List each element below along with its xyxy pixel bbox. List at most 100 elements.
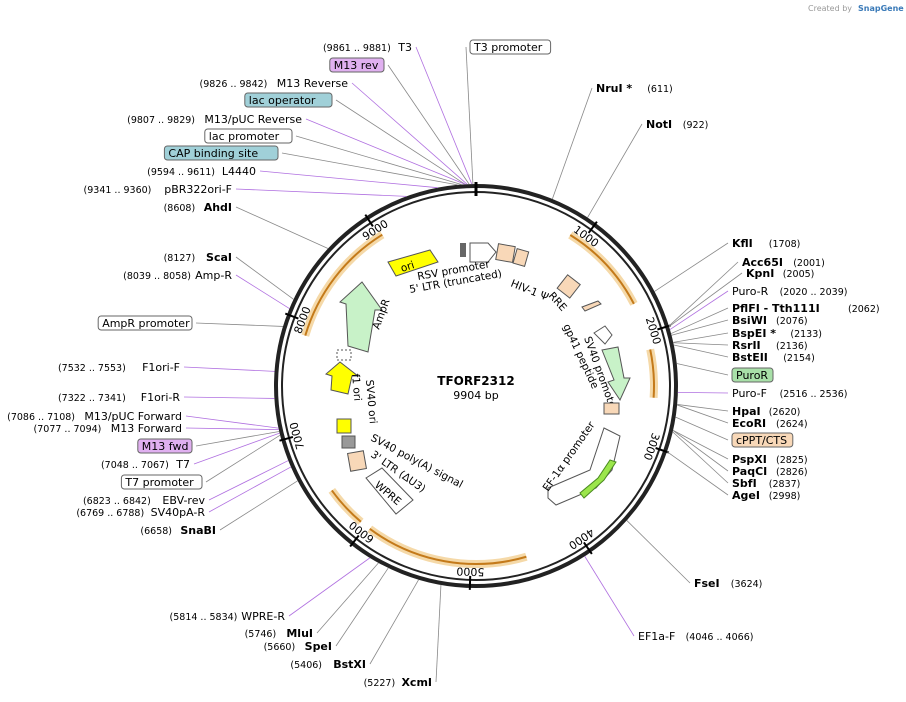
site-pos-ef1a-f-right-21: (4046 .. 4066) [686, 632, 754, 643]
plasmid-name: TFORF2312 [437, 374, 514, 388]
leader-pbr322ori-f-left-9 [235, 188, 407, 197]
site-pos-noti-right-1: (922) [683, 120, 709, 131]
leader-f1ori-r-left-15 [183, 396, 275, 399]
leader-rsrii-right-9 [673, 342, 729, 346]
site-pos-kpni-right-4: (2005) [783, 269, 815, 280]
leader-ef1a-f-right-21 [584, 556, 635, 637]
tick-2000 [657, 324, 672, 331]
site-labels: NruI *(611)NotI(922)KflI(1708)Acc65I(200… [7, 39, 880, 689]
tick-8000 [284, 312, 299, 320]
site-pos-mlui-left-25: (5746) [245, 629, 277, 640]
feature-label-puror-right-11: PuroR [736, 369, 768, 382]
site-pos-ecori-right-14: (2624) [776, 419, 808, 430]
feature-label-ampr-promoter-left-13: AmpR promoter [102, 317, 190, 330]
leader-ampr-promoter-left-13 [195, 322, 284, 327]
site-name-ebv-rev-left-21: EBV-rev [162, 494, 205, 507]
site-name-wpre-r-left-24: WPRE-R [241, 610, 285, 623]
leader-ebv-rev-left-21 [208, 460, 289, 501]
leader-bspei-right-8 [673, 332, 729, 343]
site-pos-nrui-right-0: (611) [647, 84, 673, 95]
leader-fsei-right-20 [626, 520, 691, 584]
credit-brand: SnapGene [858, 4, 904, 13]
site-name-agei-right-19: AgeI [732, 489, 760, 502]
ampr-promoter-feature [336, 349, 352, 361]
sv40-ori-label: SV40 ori [363, 379, 379, 424]
tick-9000 [364, 214, 374, 227]
site-pos-snabi-left-23: (6658) [140, 526, 172, 537]
site-pos-f1ori-f-left-14: (7532 .. 7553) [58, 363, 126, 374]
site-pos-sbfi-right-18: (2837) [769, 479, 801, 490]
orf-arc-3 [331, 489, 362, 523]
site-pos-agei-right-19: (2998) [769, 491, 801, 502]
orf-arc-0 [569, 234, 635, 305]
tick-1000 [587, 221, 598, 234]
site-pos-bspei-right-8: (2133) [790, 329, 822, 340]
leader-paqci-right-17 [672, 430, 729, 472]
tick-6000 [349, 534, 360, 548]
feature-box-puror-right-11 [731, 367, 774, 383]
site-name-xcmi-left-28: XcmI [401, 676, 432, 689]
leader-agei-right-19 [666, 451, 729, 496]
leader-sbfi-right-18 [672, 431, 729, 484]
site-name-fsei-right-20: FseI [694, 577, 720, 590]
site-pos-fsei-right-20: (3624) [731, 579, 763, 590]
site-pos-bstxi-left-27: (5406) [290, 660, 322, 671]
leader-m13-puc-reverse-left-5 [305, 118, 466, 185]
feature-box-t3-promoter-right-1 [469, 39, 552, 55]
site-name-f1ori-r-left-15: F1ori-R [141, 391, 181, 404]
site-pos-spei-left-26: (5660) [264, 642, 296, 653]
leader-ahdi-left-10 [235, 206, 329, 249]
leader-ecori-right-14 [676, 404, 729, 424]
leader-lac-operator-left-4 [335, 99, 466, 185]
f1-ori-feature [325, 361, 360, 395]
hiv-psi-label: HIV-1 Ψ [509, 278, 550, 304]
site-pos-acc65i-right-3: (2001) [793, 258, 825, 269]
feature-box-m13-fwd-left-18 [137, 438, 193, 454]
tick-label-7000: 7000 [287, 421, 307, 451]
sv40-ori-feature [336, 418, 352, 434]
leader-m13-fwd-left-18 [195, 431, 280, 447]
site-pos-bsiwi-right-7: (2076) [776, 316, 808, 327]
site-name-amp-r-left-12: Amp-R [195, 269, 232, 282]
leader-pspxi-right-16 [672, 430, 729, 460]
tick-3000 [655, 447, 670, 454]
gp41-feature [581, 300, 602, 312]
tick-label-3000: 3000 [641, 431, 662, 462]
leader-m13-reverse-left-3 [351, 82, 468, 185]
credit-created-by: Created by [808, 4, 852, 13]
leader-lac-promoter-left-6 [295, 135, 462, 185]
site-pos-scai-left-11: (8127) [164, 253, 196, 264]
plasmid-size: 9904 bp [453, 389, 498, 402]
leader-puror-right-11 [676, 363, 729, 376]
site-pos-ahdi-left-10: (8608) [164, 203, 196, 214]
site-pos-xcmi-left-28: (5227) [364, 678, 396, 689]
feature-label-m13-fwd-left-18: M13 fwd [142, 440, 189, 453]
site-name-bsiwi-right-7: BsiWI [732, 314, 767, 327]
site-name-rsrii-right-9: RsrII [732, 339, 761, 352]
feature-label-lac-promoter-left-6: lac promoter [209, 130, 280, 143]
sv40-polya-feature [341, 435, 356, 449]
site-pos-kfli-right-2: (1708) [769, 239, 801, 250]
feature-box-m13-rev-left-2 [329, 57, 385, 73]
site-pos-t3-left-0: (9861 .. 9881) [323, 43, 391, 54]
feature-label-m13-rev-left-2: M13 rev [334, 59, 379, 72]
site-pos-m13-puc-forward-left-16: (7086 .. 7108) [7, 412, 75, 423]
site-name-bstxi-left-27: BstXI [333, 658, 366, 671]
orf-arc-bg-2 [367, 525, 528, 568]
rsv-promoter-arrow [469, 242, 497, 263]
leader-kfli-right-2 [654, 242, 729, 292]
leader-bsteii-right-10 [673, 344, 729, 358]
leader-spei-left-26 [335, 567, 389, 647]
site-pos-ebv-rev-left-21: (6823 .. 6842) [83, 496, 151, 507]
ampr-feature [339, 281, 383, 353]
site-pos-m13-puc-reverse-left-5: (9807 .. 9829) [127, 115, 195, 126]
feature-label-cppt-cts-right-15: cPPT/CTS [736, 434, 787, 447]
leader-snabi-left-23 [219, 480, 298, 531]
ef1a-promoter-arrow [547, 427, 621, 506]
ltr5-feature [495, 243, 516, 264]
leader-mlui-left-25 [316, 562, 379, 634]
ltr3-feature [346, 450, 368, 472]
site-pos-puro-r-right-5: (2020 .. 2039) [780, 287, 848, 298]
site-name-m13-forward-left-17: M13 Forward [111, 422, 182, 435]
